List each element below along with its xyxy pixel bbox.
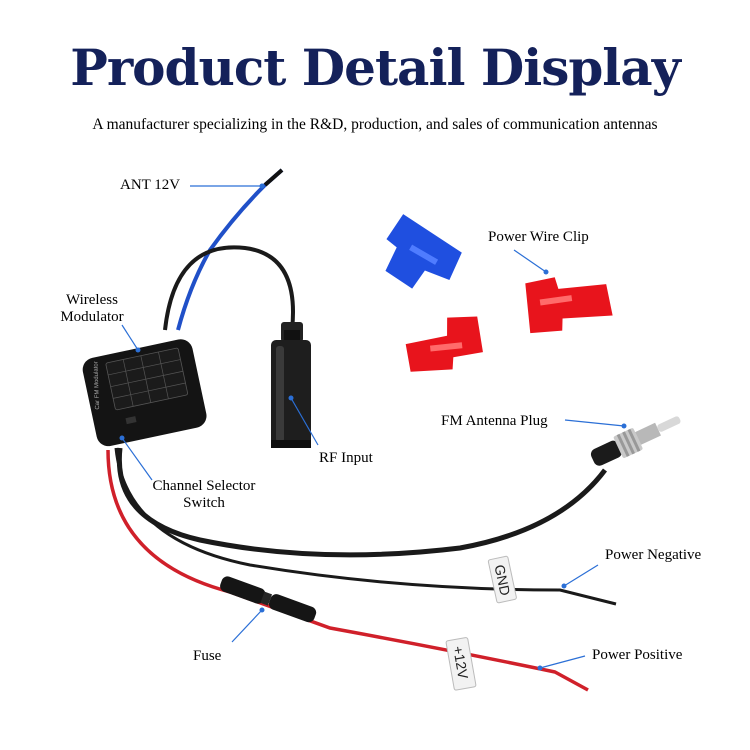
rf-input-label: RF Input xyxy=(319,450,373,466)
wireless-modulator-label: Wireless Modulator xyxy=(52,292,132,326)
gnd-tag-label: GND xyxy=(491,563,513,597)
ant-12v-wire xyxy=(176,168,284,331)
module-print-label: Car FM Modulator xyxy=(93,361,101,410)
red-wire-clip-right xyxy=(525,277,613,334)
power-wire-clip-label: Power Wire Clip xyxy=(488,229,589,245)
power-positive-label: Power Positive xyxy=(592,647,683,663)
rf-input-wire xyxy=(163,245,295,331)
ant-12v-label: ANT 12V xyxy=(120,177,181,193)
channel-selector-line2: Switch xyxy=(183,495,225,511)
page-subtitle: A manufacturer specializing in the R&D, … xyxy=(92,116,658,133)
channel-selector-line1: Channel Selector xyxy=(152,478,256,494)
red-wire-clip-left xyxy=(405,316,483,372)
gnd-tag: GND xyxy=(487,555,517,604)
fuse-label: Fuse xyxy=(193,648,222,664)
blue-wire-clip xyxy=(385,214,462,289)
power-negative-label: Power Negative xyxy=(605,547,702,563)
channel-selector-label: Channel Selector Switch xyxy=(140,478,268,512)
wireless-modulator-line1: Wireless xyxy=(66,292,118,308)
positive-wire xyxy=(106,449,589,692)
leader-dots xyxy=(119,183,627,671)
leader-lines xyxy=(121,185,625,669)
fuse-holder xyxy=(220,576,317,623)
plus-12v-tag-label: +12V xyxy=(450,645,472,681)
modulator-box: Car FM Modulator xyxy=(82,339,207,447)
rf-input-jack xyxy=(271,322,311,448)
fm-antenna-plug xyxy=(590,416,681,466)
plus-12v-tag: +12V xyxy=(445,637,477,691)
negative-wire xyxy=(114,447,617,606)
wireless-modulator-line2: Modulator xyxy=(60,309,124,325)
fm-antenna-plug-label: FM Antenna Plug xyxy=(441,413,548,429)
page-title: Product Detail Display xyxy=(70,38,681,97)
